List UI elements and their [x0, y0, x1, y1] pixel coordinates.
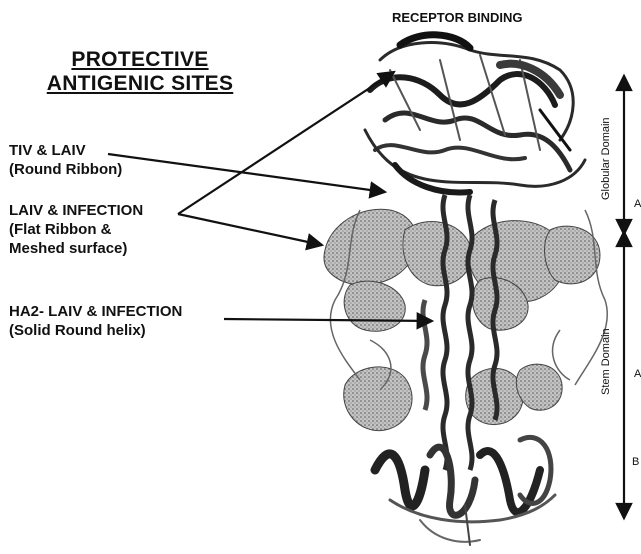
- stem-arrow-top-head: [617, 232, 631, 246]
- globular-head-ribbons: [365, 35, 585, 193]
- meshed-surface-patches: [324, 209, 600, 331]
- domain-arrows: [617, 76, 631, 518]
- globular-arrow-top-head: [617, 76, 631, 90]
- globular-domain-label: Globular Domain: [600, 117, 612, 200]
- domain-marker-a1: A: [634, 198, 641, 210]
- stem-domain-label: Stem Domain: [600, 328, 612, 395]
- domain-marker-a2: A: [634, 368, 641, 380]
- stem-surface-patches: [344, 364, 562, 431]
- stem-base-ribbons: [375, 437, 555, 545]
- pointer-laiv-infection-surface: [178, 214, 322, 245]
- domain-marker-b: B: [632, 456, 639, 468]
- pointer-laiv-infection-head: [178, 72, 394, 214]
- pointer-tiv-laiv: [108, 154, 385, 192]
- stem-arrow-bottom-head: [617, 504, 631, 518]
